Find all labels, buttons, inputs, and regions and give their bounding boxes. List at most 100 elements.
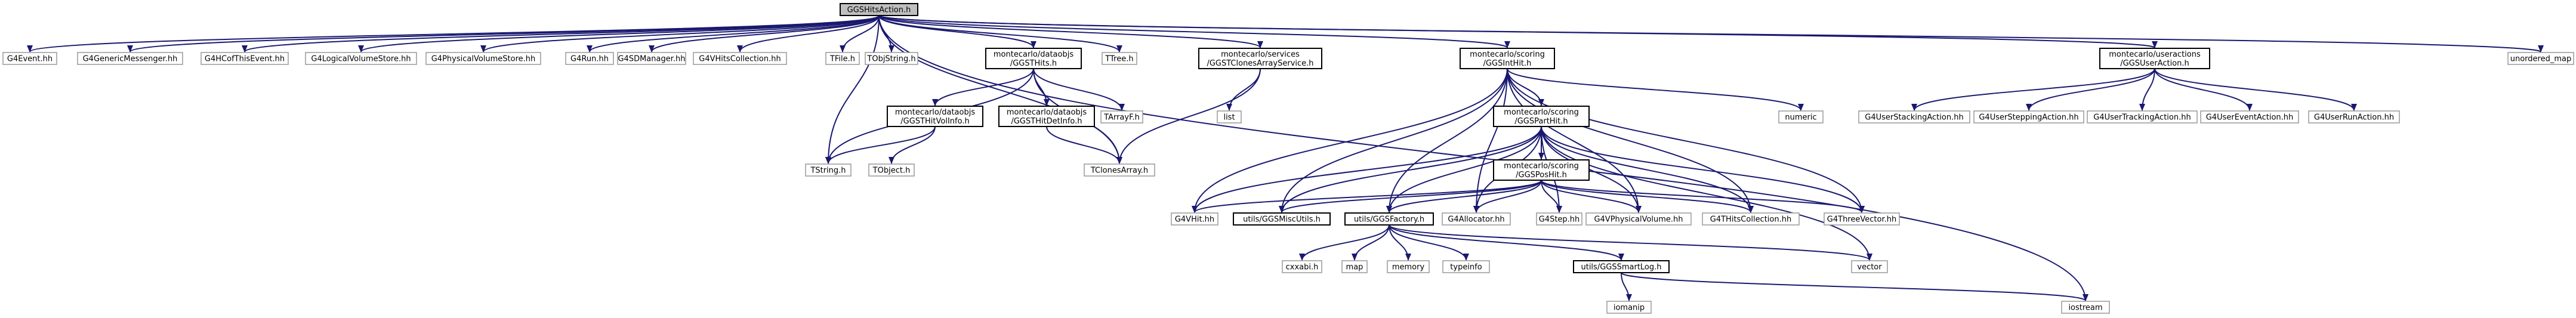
- dependency-edge: [1279, 68, 1508, 213]
- dependency-edge: [878, 15, 2088, 301]
- node-label: TFile.h: [829, 55, 855, 64]
- node-g4-user-run-action[interactable]: G4UserRunAction.hh: [2308, 110, 2400, 124]
- node-tobject[interactable]: TObject.h: [868, 163, 915, 177]
- node-tstring[interactable]: TString.h: [805, 163, 852, 177]
- dependency-edge: [1389, 224, 1624, 261]
- node-ggsfactory[interactable]: utils/GGSFactory.h: [1344, 212, 1434, 226]
- node-box: [2087, 110, 2198, 124]
- node-box: [693, 52, 787, 65]
- dependency-edge: [242, 15, 880, 53]
- node-g4-vhits-collection[interactable]: G4VHitsCollection.hh: [693, 52, 787, 65]
- node-ggspos-hit[interactable]: montecarlo/scoring/GGSPosHit.h: [1493, 159, 1590, 181]
- node-label: G4VPhysicalVolume.hh: [1594, 215, 1683, 224]
- node-g4-sdmanager[interactable]: G4SDManager.hh: [617, 52, 686, 65]
- node-ggsthit-det-info[interactable]: montecarlo/dataobjs/GGSTHitDetInfo.h: [998, 106, 1095, 127]
- node-label: TString.h: [810, 166, 846, 175]
- node-label: montecarlo/useractions: [2109, 50, 2201, 59]
- node-typeinfo[interactable]: typeinfo: [1442, 260, 1490, 273]
- node-numeric[interactable]: numeric: [1778, 110, 1824, 124]
- dependency-edge: [825, 126, 936, 164]
- node-root[interactable]: GGSHitsAction.h: [840, 3, 918, 16]
- node-label: TObjString.h: [866, 55, 915, 64]
- node-label: iomanip: [1614, 304, 1645, 313]
- node-tclones-array[interactable]: TClonesArray.h: [1084, 163, 1155, 177]
- node-ggsthit-vol-info[interactable]: montecarlo/dataobjs/GGSTHitVolInfo.h: [887, 106, 983, 127]
- node-g4-physical-volume-store[interactable]: G4PhysicalVolumeStore.hh: [425, 52, 541, 65]
- node-label: /GGSUserAction.h: [2120, 59, 2189, 68]
- node-box: [617, 52, 686, 65]
- node-g4-run[interactable]: G4Run.hh: [565, 52, 614, 65]
- node-box: [1973, 110, 2084, 124]
- node-label: GGSHitsAction.h: [847, 6, 911, 15]
- node-g4-vphysical-volume[interactable]: G4VPhysicalVolume.hh: [1585, 212, 1692, 226]
- node-label: G4UserStackingAction.hh: [1865, 113, 1963, 122]
- node-label: montecarlo/dataobjs: [895, 108, 975, 117]
- node-label: unordered_map: [2510, 55, 2572, 64]
- node-g4-generic-messenger[interactable]: G4GenericMessenger.hh: [77, 52, 183, 65]
- node-box: [985, 48, 1082, 69]
- node-map[interactable]: map: [1341, 260, 1368, 273]
- dependency-edge: [2154, 68, 2253, 111]
- node-cxxabi[interactable]: cxxabi.h: [1282, 260, 1322, 273]
- dependency-edge: [825, 15, 880, 164]
- dependency-edge: [1352, 224, 1390, 261]
- node-g4-event[interactable]: G4Event.hh: [2, 52, 57, 65]
- node-label: montecarlo/scoring: [1504, 162, 1579, 171]
- dependency-edge: [1541, 126, 1865, 213]
- node-memory[interactable]: memory: [1387, 260, 1430, 273]
- node-g4-hcof-this-event[interactable]: G4HCofThisEvent.hh: [200, 52, 289, 65]
- node-box: [1585, 212, 1692, 226]
- dependency-edge: [1046, 126, 1122, 164]
- dependency-edge: [1507, 68, 1865, 213]
- node-box: [1702, 212, 1800, 226]
- node-g4-user-tracking-action[interactable]: G4UserTrackingAction.hh: [2087, 110, 2198, 124]
- dependency-edge: [2139, 68, 2155, 111]
- node-label: cxxabi.h: [1286, 263, 1319, 272]
- node-tobj-string[interactable]: TObjString.h: [865, 52, 918, 65]
- node-g4-thits-collection[interactable]: G4THitsCollection.hh: [1702, 212, 1800, 226]
- node-label: G4Allocator.hh: [1448, 215, 1504, 224]
- node-ggsuser-action[interactable]: montecarlo/useractions/GGSUserAction.h: [2099, 48, 2210, 69]
- node-ggspart-hit[interactable]: montecarlo/scoring/GGSPartHit.h: [1493, 106, 1590, 127]
- node-label: iostream: [2068, 304, 2102, 313]
- node-ggstclones-array-service[interactable]: montecarlo/services/GGSTClonesArrayServi…: [1198, 48, 1322, 69]
- edge-layer: [27, 15, 2543, 301]
- node-box: [1100, 110, 1143, 124]
- node-box: [1217, 110, 1242, 124]
- node-box: [1171, 212, 1218, 226]
- node-g4-user-stacking-action[interactable]: G4UserStackingAction.hh: [1858, 110, 1970, 124]
- node-tfile[interactable]: TFile.h: [825, 52, 860, 65]
- node-list[interactable]: list: [1217, 110, 1242, 124]
- dependency-edge: [1192, 68, 1508, 213]
- dependency-edge: [1507, 68, 1642, 213]
- node-box: [1341, 260, 1368, 273]
- node-box: [1824, 212, 1900, 226]
- node-label: /GGSPosHit.h: [1516, 171, 1567, 180]
- node-ttree[interactable]: TTree.h: [1102, 52, 1137, 65]
- node-g4-allocator[interactable]: G4Allocator.hh: [1442, 212, 1511, 226]
- node-g4-step[interactable]: G4Step.hh: [1536, 212, 1582, 226]
- node-g4-three-vector[interactable]: G4ThreeVector.hh: [1824, 212, 1900, 226]
- dependency-edge: [1279, 126, 1542, 213]
- node-g4-user-stepping-action[interactable]: G4UserSteppingAction.hh: [1973, 110, 2084, 124]
- node-ggsmisc-utils[interactable]: utils/GGSMiscUtils.h: [1233, 212, 1331, 226]
- node-label: G4HCofThisEvent.hh: [205, 55, 285, 64]
- node-vector[interactable]: vector: [1851, 260, 1888, 273]
- node-box: [825, 52, 860, 65]
- node-unordered-map[interactable]: unordered_map: [2507, 52, 2574, 65]
- dependency-edge: [1541, 180, 1754, 213]
- node-g4-logical-volume-store[interactable]: G4LogicalVolumeStore.hh: [305, 52, 417, 65]
- node-ggsint-hit[interactable]: montecarlo/scoring/GGSIntHit.h: [1460, 48, 1555, 69]
- node-ggssmart-log[interactable]: utils/GGSSmartLog.h: [1573, 260, 1670, 273]
- node-ggsthits[interactable]: montecarlo/dataobjs/GGSTHits.h: [985, 48, 1082, 69]
- node-iomanip[interactable]: iomanip: [1606, 301, 1652, 314]
- node-label: G4VHitsCollection.hh: [699, 55, 780, 64]
- node-label: montecarlo/scoring: [1504, 108, 1579, 117]
- node-tarray-f[interactable]: TArrayF.h: [1100, 110, 1143, 124]
- node-g4-vhit[interactable]: G4VHit.hh: [1171, 212, 1218, 226]
- node-g4-user-event-action[interactable]: G4UserEventAction.hh: [2200, 110, 2299, 124]
- node-iostream[interactable]: iostream: [2061, 301, 2110, 314]
- dependency-edge: [1541, 180, 1865, 213]
- node-label: TObject.h: [872, 166, 911, 175]
